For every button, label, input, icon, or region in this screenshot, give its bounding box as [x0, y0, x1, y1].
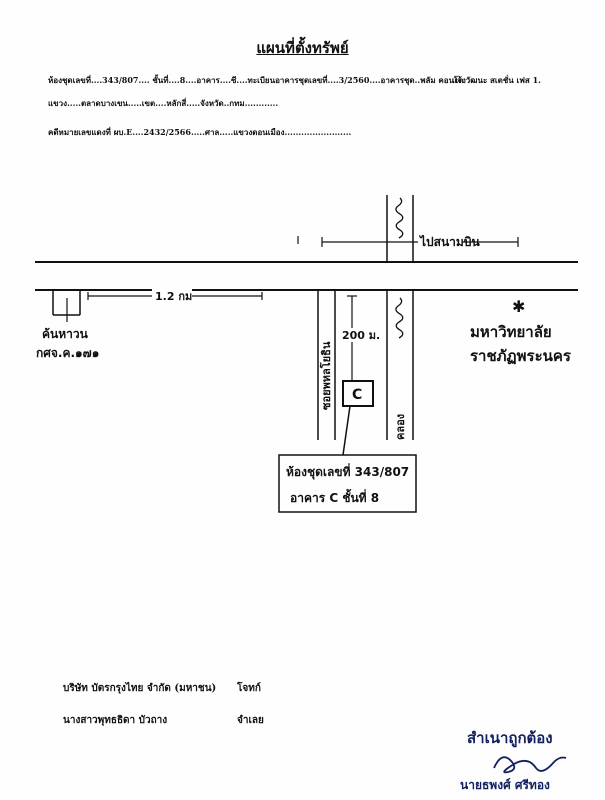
person-name: นางสาวพุทธธิดา บัวถาง — [63, 715, 168, 726]
distance-200-label: 200 ม. — [342, 329, 380, 342]
callout-box — [278, 454, 417, 513]
canal-label: คลอง — [394, 414, 407, 440]
callout-line — [342, 405, 351, 456]
landmark-left-label-1: ค้นหาวน — [42, 327, 89, 341]
property-marker-box — [342, 380, 374, 407]
distance-label: 1.2 กม — [155, 290, 192, 303]
role-defendant: จำเลย — [237, 715, 264, 726]
certified-copy-stamp: สำเนาถูกต้อง — [467, 729, 553, 747]
role-plaintiff: โจทก์ — [237, 683, 261, 694]
unit-info-line-tail: แจ้งวัฒนะ สเตชั่น เฟส 1. — [452, 75, 541, 85]
label-bg — [418, 233, 462, 249]
soi-label: ซอยพหลโยธิน — [319, 341, 333, 410]
callout-line-2: อาคาร C ชั้นที่ 8 — [290, 488, 379, 505]
landmark-left-label-2: กศจ.ค.๑๗๑ — [36, 346, 99, 360]
landmark-right-label-1: มหาวิทยาลัย — [470, 323, 552, 341]
signer-name: นายธพงศ์ ศรีทอง — [460, 778, 550, 792]
location-info-line: แขวง.....ตลาดบางเขน.....เขต....หลักสี่..… — [48, 98, 279, 108]
asterisk-marker: ✱ — [512, 297, 525, 316]
canal-north-wave — [395, 197, 404, 239]
canal-south-wave — [395, 297, 404, 339]
unit-info-line: ห้องชุดเลขที่....343/807.... ชั้นที่....… — [48, 75, 464, 85]
distance-200-bg — [340, 328, 376, 342]
north-road-label: ไปสนามบิน — [418, 234, 480, 249]
property-marker-letter: C — [352, 387, 362, 403]
signature — [493, 756, 567, 774]
distance-label-bg — [152, 289, 192, 303]
case-number-line: คดีหมายเลขแดงที่ ผบ.E....2432/2566.....ศ… — [48, 127, 352, 137]
callout-line-1: ห้องชุดเลขที่ 343/807 — [286, 463, 409, 480]
company-name: บริษัท บัตรกรุงไทย จำกัด (มหาชน) — [63, 683, 217, 694]
landmark-right-label-2: ราชภัฏพระนคร — [470, 347, 572, 365]
document-title: แผนที่ตั้งทรัพย์ — [256, 39, 349, 57]
